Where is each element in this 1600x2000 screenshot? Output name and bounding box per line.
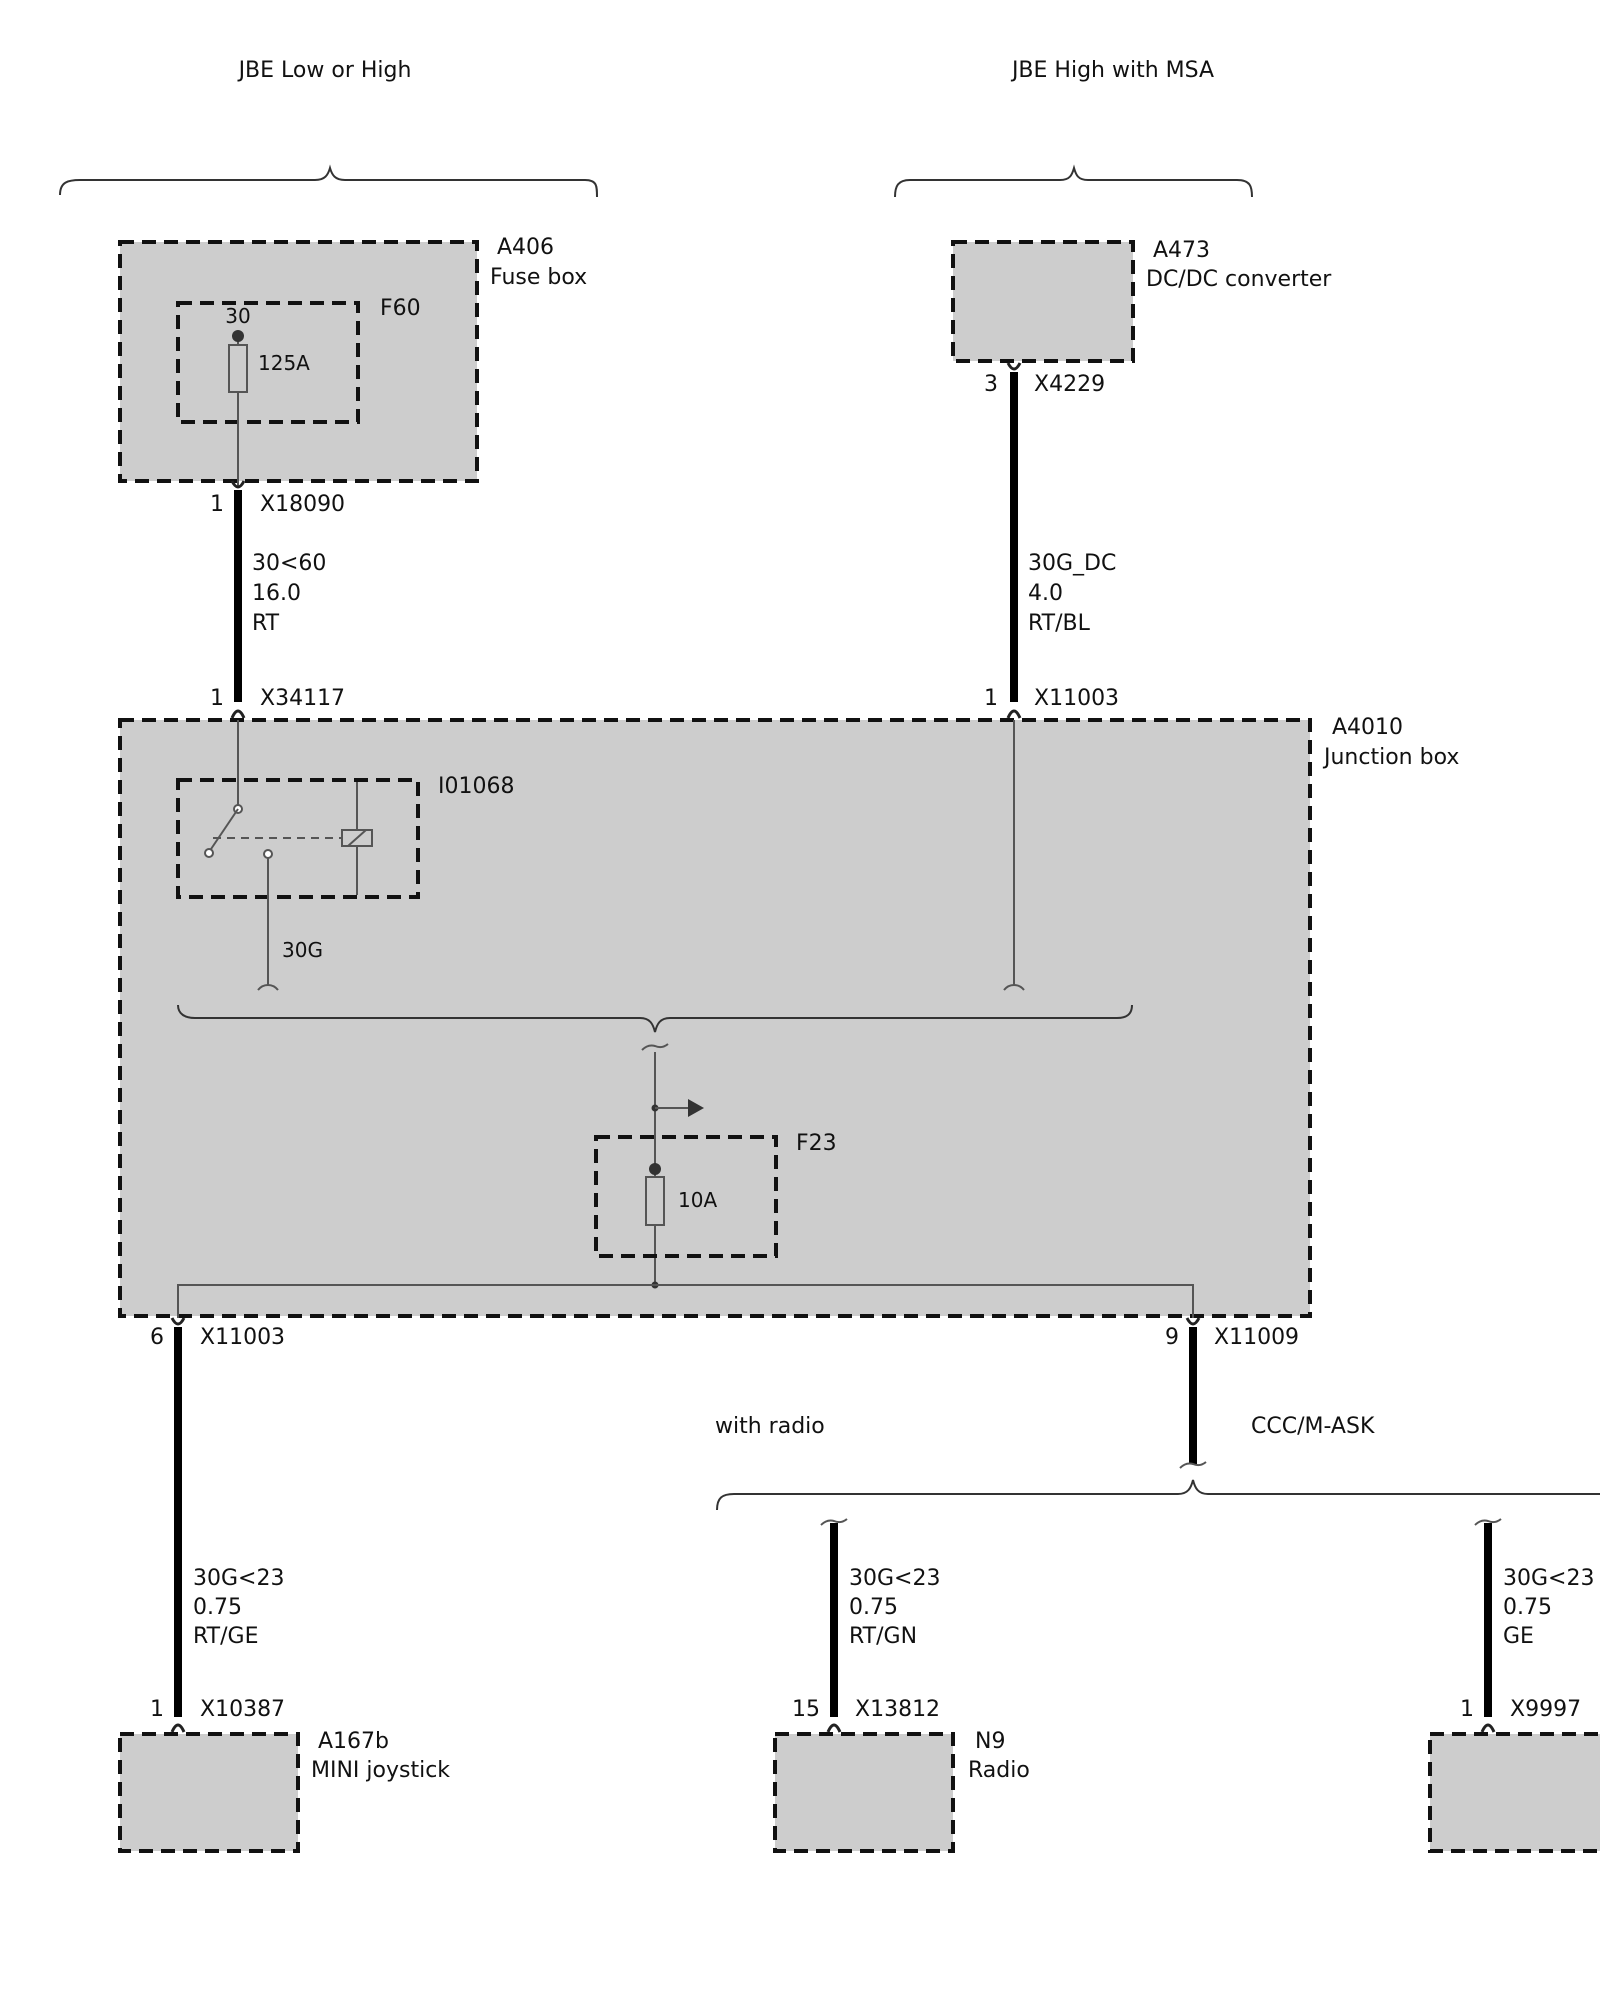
fuse-f23-box (594, 1135, 778, 1258)
internal-signal: 30G (282, 938, 323, 962)
wire-break-symbol (257, 983, 279, 991)
connector-x11003-out-id: X11003 (200, 1325, 285, 1350)
wire1-signal: 30<60 (252, 551, 326, 576)
wire3-color: RT/GE (193, 1624, 258, 1649)
terminal-dot (232, 330, 244, 342)
radio-n9 (773, 1732, 955, 1853)
wire-break-symbol (1474, 1518, 1502, 1526)
wire2-signal: 30G_DC (1028, 551, 1116, 576)
option-ccc: CCC/M-ASK (1251, 1414, 1375, 1439)
joystick-a167b (118, 1732, 300, 1853)
connector-x10387-id: X10387 (200, 1697, 285, 1722)
connector-x11003-out-symbol (170, 1317, 186, 1326)
relay-switch-contact (208, 808, 239, 853)
distribution-bus (177, 1284, 1194, 1318)
fuse-f60-rating: 125A (258, 351, 310, 375)
wire2-gauge: 4.0 (1028, 581, 1063, 606)
fuse-f23-id: F23 (796, 1131, 837, 1156)
wire-break-symbol (641, 1043, 669, 1051)
dc-converter-name: DC/DC converter (1146, 267, 1332, 292)
variant-brace-right (894, 164, 1253, 198)
radio-id: N9 (975, 1729, 1005, 1754)
variant-label-left: JBE Low or High (237, 58, 412, 83)
connector-x11009-id: X11009 (1214, 1325, 1299, 1350)
wire1-color: RT (252, 611, 280, 636)
connector-x4229-id: X4229 (1034, 372, 1105, 397)
wire1-gauge: 16.0 (252, 581, 301, 606)
junction-box-name: Junction box (1322, 745, 1459, 770)
connector-x18090-id: X18090 (260, 492, 345, 517)
option-brace (716, 1479, 1600, 1511)
connector-x13812-pin: 15 (792, 1697, 820, 1722)
wire5-color: GE (1503, 1624, 1534, 1649)
connector-x4229-pin: 3 (984, 372, 998, 397)
junction-box-id: A4010 (1332, 715, 1403, 740)
wire5-signal: 30G<23 (1503, 1566, 1594, 1591)
radio-name: Radio (968, 1758, 1030, 1783)
fuse-box-name: Fuse box (490, 265, 587, 290)
wire4-signal: 30G<23 (849, 1566, 940, 1591)
connector-x34117-symbol (230, 709, 246, 719)
connector-x11009-pin: 9 (1165, 1325, 1179, 1350)
fuse-f60-terminal: 30 (225, 304, 250, 328)
wire3-gauge: 0.75 (193, 1595, 242, 1620)
fuse-f60-id: F60 (380, 296, 421, 321)
option-with-radio: with radio (715, 1414, 825, 1439)
connector-x18090-symbol (230, 480, 246, 489)
fuse-box-id: A406 (497, 235, 554, 260)
connector-x10387-pin: 1 (150, 1697, 164, 1722)
wire4-gauge: 0.75 (849, 1595, 898, 1620)
connector-x11003-in-symbol (1006, 709, 1022, 719)
fuse-f60-box (176, 301, 360, 424)
wire-break-symbol (820, 1518, 848, 1526)
variant-brace-left (59, 164, 598, 198)
relay-id: I01068 (438, 774, 514, 799)
relay-i01068 (176, 720, 420, 985)
fuse-f60-symbol (228, 344, 248, 393)
dc-converter-a473 (951, 240, 1135, 363)
connector-x34117-pin: 1 (210, 686, 224, 711)
connector-x13812-symbol (826, 1723, 842, 1733)
wire-break-symbol (1003, 983, 1025, 991)
fuse-f23-rating: 10A (678, 1188, 717, 1212)
fuse-f23-symbol (645, 1176, 665, 1226)
connector-x9997-id: X9997 (1510, 1697, 1581, 1722)
connector-x34117-id: X34117 (260, 686, 345, 711)
connector-x9997-pin: 1 (1460, 1697, 1474, 1722)
continuation-arrow (688, 1099, 704, 1117)
variant-label-right: JBE High with MSA (1010, 58, 1214, 83)
connector-x9997-symbol (1480, 1723, 1496, 1733)
joystick-name: MINI joystick (311, 1758, 450, 1783)
connector-x11003-in-pin: 1 (984, 686, 998, 711)
wire5-gauge: 0.75 (1503, 1595, 1552, 1620)
wire2-color: RT/BL (1028, 611, 1091, 636)
fuse-box-a406 (118, 240, 479, 487)
wire-break-symbol (1179, 1461, 1207, 1469)
connector-x11009-symbol (1185, 1317, 1201, 1326)
connector-x11003-in-id: X11003 (1034, 686, 1119, 711)
wire4-color: RT/GN (849, 1624, 917, 1649)
ccc-unit-box (1428, 1732, 1600, 1853)
connector-x13812-id: X13812 (855, 1697, 940, 1722)
wire3-signal: 30G<23 (193, 1566, 284, 1591)
dc-converter-id: A473 (1153, 238, 1210, 263)
connector-x18090-pin: 1 (210, 492, 224, 517)
connector-x4229-symbol (1006, 362, 1022, 371)
internal-brace (177, 1004, 1133, 1033)
connector-x10387-symbol (170, 1723, 186, 1733)
connector-x11003-out-pin: 6 (150, 1325, 164, 1350)
joystick-id: A167b (318, 1729, 389, 1754)
